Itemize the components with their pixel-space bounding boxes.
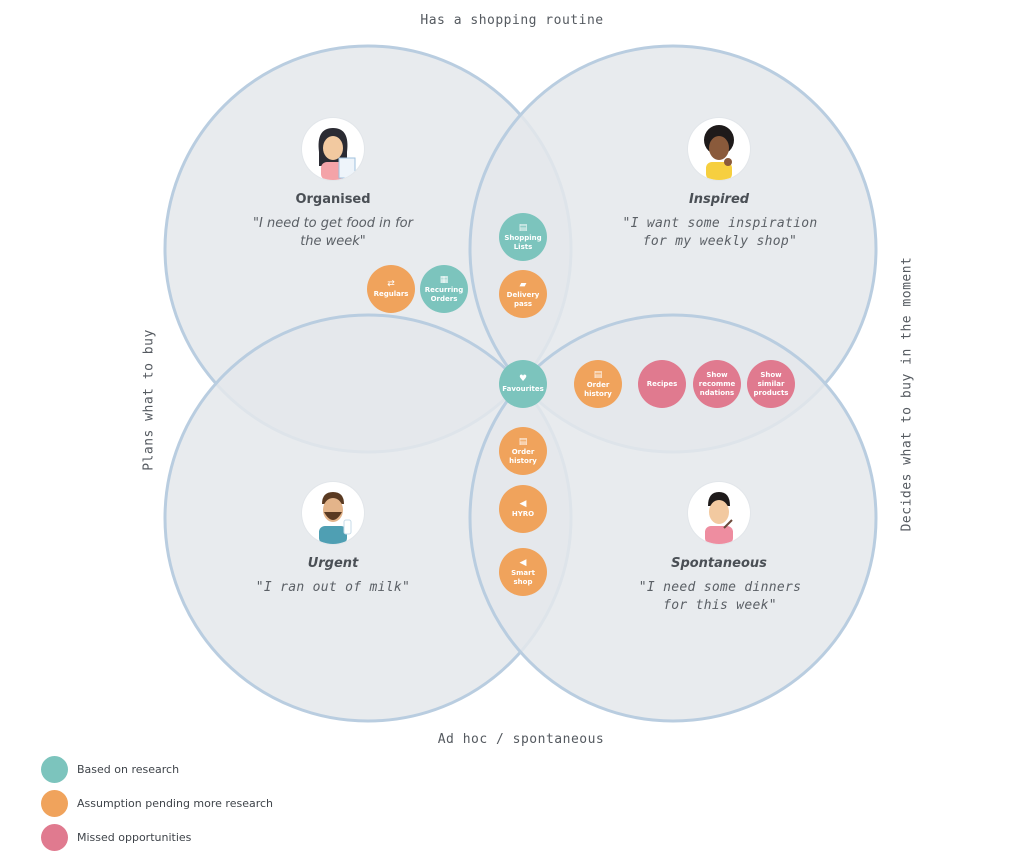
feature-label: Delivery pass bbox=[506, 290, 540, 308]
avatar-spontaneous bbox=[688, 482, 750, 544]
axis-label-bottom: Ad hoc / spontaneous bbox=[437, 732, 605, 747]
persona-quote-urgent: "I ran out of milk" bbox=[255, 580, 411, 595]
feature-bubble-hyro: ◀ HYRO bbox=[499, 485, 547, 533]
calendar-icon: ▦ bbox=[439, 274, 449, 285]
receipt-icon: ▤ bbox=[518, 436, 528, 447]
feature-label: Show recomme ndations bbox=[698, 370, 736, 397]
legend-swatch bbox=[41, 823, 68, 851]
feature-bubble-show-recommendations: Show recomme ndations bbox=[693, 360, 741, 408]
feature-bubble-show-similar-products: Show similar products bbox=[747, 360, 795, 408]
feature-label: Order history bbox=[509, 447, 537, 465]
persona-name-spontaneous: Spontaneous bbox=[671, 556, 767, 571]
feature-label: Shopping Lists bbox=[504, 233, 542, 251]
feature-label: HYRO bbox=[511, 510, 535, 518]
feature-label: Order history bbox=[584, 380, 612, 398]
truck-icon: ▰ bbox=[519, 279, 527, 290]
avatar-organised bbox=[302, 118, 364, 180]
persona-name-urgent: Urgent bbox=[307, 556, 359, 571]
feature-label: Smart shop bbox=[511, 568, 535, 586]
legend-label: Missed opportunities bbox=[77, 830, 192, 844]
persona-name-inspired: Inspired bbox=[688, 192, 750, 207]
megaphone-icon: ◀ bbox=[519, 499, 527, 509]
legend-swatch bbox=[41, 755, 68, 783]
persona-quote-organised: "I need to get food in for the week" bbox=[253, 216, 413, 249]
feature-label: Recurring Orders bbox=[424, 285, 464, 303]
receipt-icon: ▤ bbox=[593, 369, 603, 380]
persona-name-organised: Organised bbox=[295, 192, 371, 207]
megaphone-icon: ◀ bbox=[519, 557, 527, 568]
legend-item-research: Based on research bbox=[41, 755, 179, 783]
feature-bubble-shopping-lists: ▤ Shopping Lists bbox=[499, 213, 547, 261]
feature-bubble-smart-shop: ◀ Smart shop bbox=[499, 548, 547, 596]
feature-label: Regulars bbox=[373, 290, 409, 298]
venn-circle-spontaneous bbox=[468, 313, 878, 723]
legend-label: Based on research bbox=[77, 762, 180, 776]
heart-icon: ♥ bbox=[518, 374, 528, 384]
axis-label-top: Has a shopping routine bbox=[420, 13, 604, 28]
legend-swatch bbox=[41, 789, 68, 817]
persona-quote-inspired: "I want some inspiration for my weekly s… bbox=[622, 216, 818, 249]
repeat-icon: ⇄ bbox=[387, 279, 395, 289]
legend-item-missed: Missed opportunities bbox=[41, 823, 191, 851]
feature-label: Show similar products bbox=[753, 370, 789, 397]
feature-bubble-regulars: ⇄ Regulars bbox=[367, 265, 415, 313]
persona-quote-spontaneous: "I need some dinners for this week" bbox=[638, 580, 802, 613]
feature-bubble-order-history-2: ▤ Order history bbox=[499, 427, 547, 475]
avatar-urgent bbox=[302, 482, 364, 544]
avatar-inspired bbox=[688, 118, 750, 180]
feature-label: Favourites bbox=[502, 385, 544, 393]
legend-item-assumption: Assumption pending more research bbox=[41, 789, 273, 817]
legend-label: Assumption pending more research bbox=[77, 796, 274, 810]
feature-bubble-order-history: ▤ Order history bbox=[574, 360, 622, 408]
feature-bubble-recipes: Recipes bbox=[638, 360, 686, 408]
list-icon: ▤ bbox=[518, 222, 528, 233]
feature-bubble-delivery-pass: ▰ Delivery pass bbox=[499, 270, 547, 318]
feature-label: Recipes bbox=[646, 379, 678, 388]
feature-bubble-recurring-orders: ▦ Recurring Orders bbox=[420, 265, 468, 313]
feature-bubble-favourites: ♥ Favourites bbox=[499, 360, 547, 408]
